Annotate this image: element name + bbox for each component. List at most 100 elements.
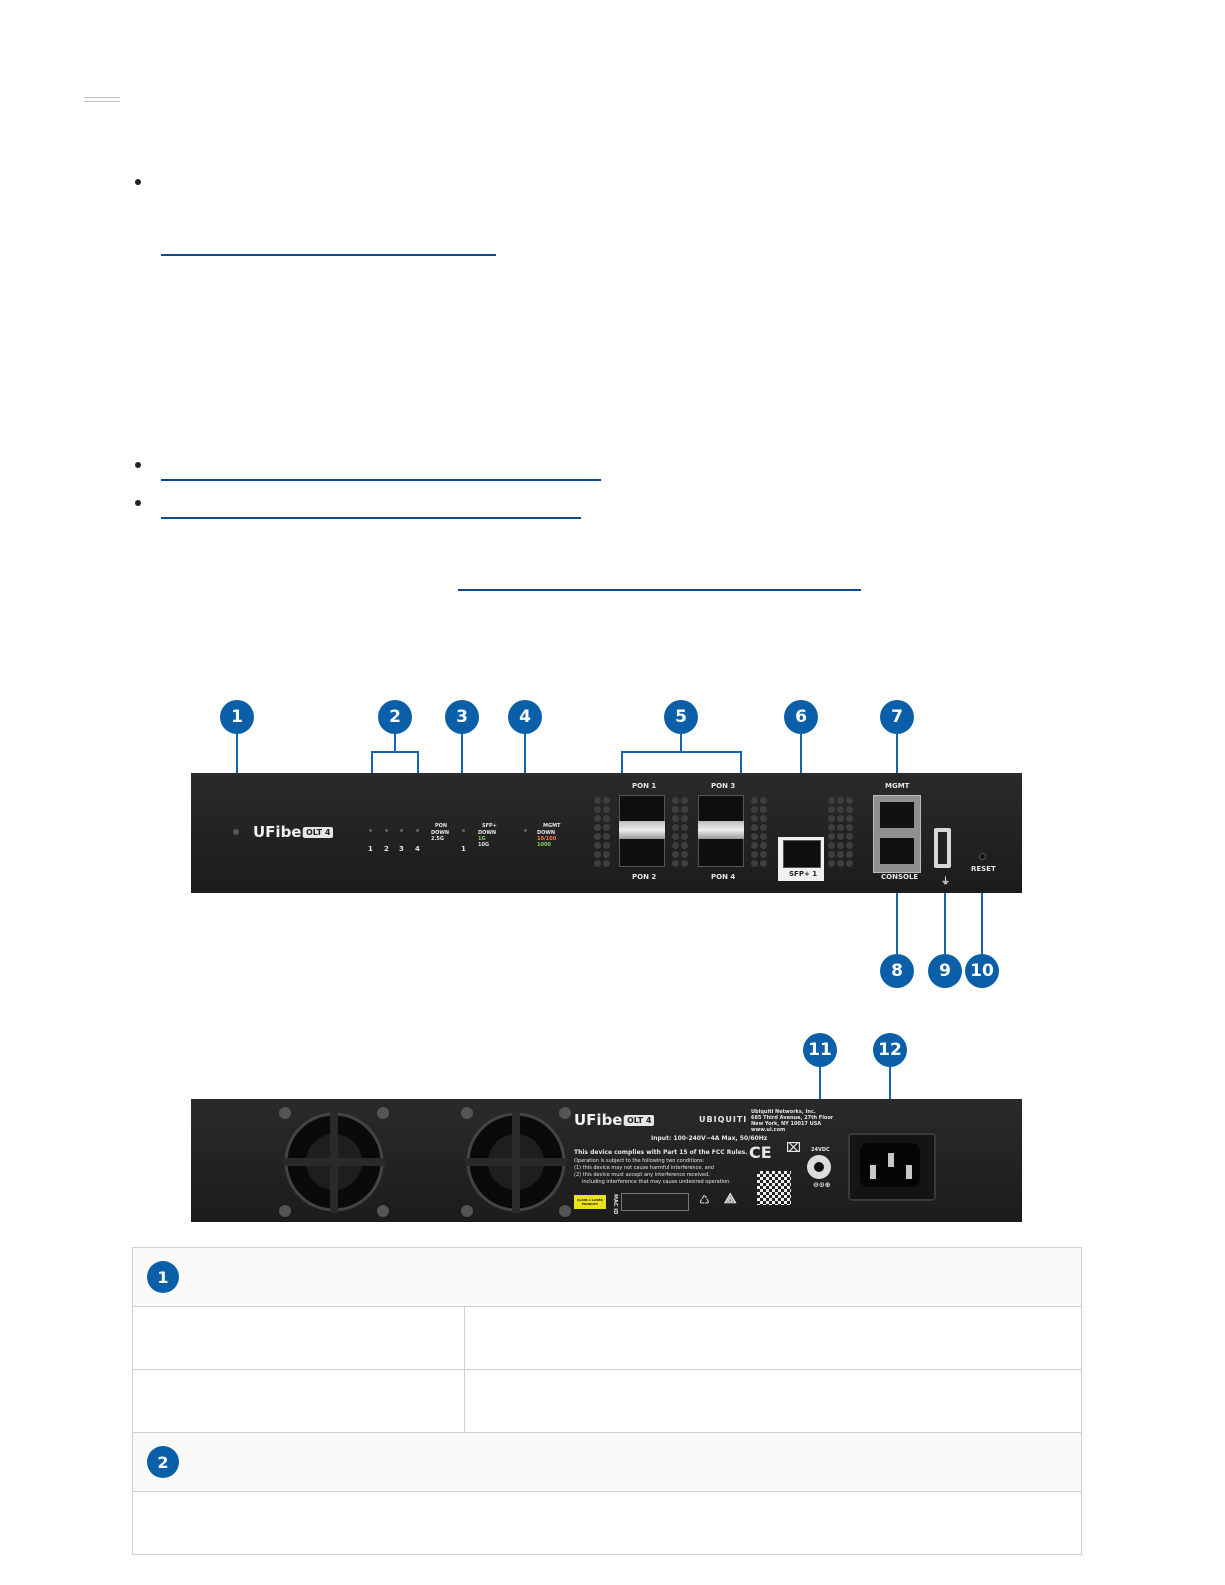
table-cell [132,1491,1082,1555]
pon-led [400,829,403,832]
console-port-label: CONSOLE [881,873,919,881]
list-bullet [135,462,141,468]
pon-module [619,821,665,839]
status-led [233,829,239,835]
mgmt-led [524,829,527,832]
callout-line [621,751,742,753]
callout-badge: 10 [965,954,999,988]
pon-port-label: PON 1 [632,782,657,790]
polarity-icon: ⊖⊙⊕ [813,1181,831,1189]
rcm-icon: ♺ [699,1193,710,1207]
list-bullet [135,500,141,506]
sfp-port-label: SFP+ 1 [789,870,818,878]
vent-grille [672,797,688,867]
table-cell [464,1369,1082,1433]
callout-badge: 3 [445,700,479,734]
weee-icon: ⌧ [786,1141,801,1156]
sfp-led [462,829,465,832]
pon-port-label: PON 4 [711,873,736,881]
mgmt-legend-title: MGMT [543,823,561,829]
mgmt-legend-item: 10/100 [537,836,557,842]
reset-label: RESET [971,865,996,873]
input-rating: Input: 100-240V~4A Max, 50/60Hz [651,1135,768,1142]
rear-panel: UFiber OLT 4 UBIQUITI Ubiquiti Networks,… [191,1099,1022,1222]
pon-legend-item: DOWN [431,830,450,836]
ac-power-inlet[interactable] [848,1133,936,1201]
callout-badge: 1 [220,700,254,734]
address-line: www.ui.com [751,1127,786,1133]
callout-badge: 11 [803,1033,837,1067]
maker-logo: UBIQUITI [699,1115,748,1124]
callout-badge: 5 [664,700,698,734]
callout-badge: 12 [873,1033,907,1067]
pon-legend-title: PON [435,823,448,829]
fan-icon [279,1107,389,1217]
mgmt-port[interactable] [880,802,914,828]
table-row [132,1369,1082,1433]
pon-led [416,829,419,832]
sfp-legend-item: 10G [478,842,490,848]
laser-class-label: CLASS 1 LASER PRODUCT [574,1195,606,1209]
sfp-plus-port[interactable] [783,840,821,868]
link-underline[interactable] [161,517,581,519]
callout-badge: 4 [508,700,542,734]
usb-port[interactable] [934,828,951,868]
link-underline[interactable] [161,479,601,481]
sfp-led-number: 1 [461,845,466,853]
fcc-line: Operation is subject to the following tw… [574,1158,705,1164]
pon-module [698,821,744,839]
mgmt-legend-item: 1000 [537,842,551,848]
sfp-legend-item: DOWN [478,830,497,836]
callout-line [944,876,946,954]
brand-logo: UFiber [574,1111,630,1129]
sfp-legend-title: SFP+ [482,823,497,829]
qr-code-icon [757,1171,791,1205]
compliance-icon: ⟁ [724,1191,737,1207]
callout-badge: 9 [928,954,962,988]
header-mark [84,97,120,105]
address-line: New York, NY 10017 USA [751,1121,822,1127]
callout-line [680,734,682,752]
usb-icon: ⏚ [941,877,951,887]
table-row [132,1306,1082,1370]
link-underline[interactable] [458,589,861,591]
pon-led-number: 1 [368,845,373,853]
table-section-header: 2 [132,1432,1082,1492]
pon-led-number: 3 [399,845,404,853]
console-port[interactable] [880,838,914,864]
callout-line [740,751,742,781]
pon-led [369,829,372,832]
mgmt-port-label: MGMT [885,782,910,790]
section-badge: 2 [147,1446,179,1478]
rj45-stack [873,795,921,873]
model-badge: OLT 4 [624,1115,655,1126]
table-row [132,1491,1082,1555]
reset-button[interactable] [979,853,986,860]
pon-led [385,829,388,832]
link-underline[interactable] [161,254,496,256]
table-cell [132,1306,465,1370]
vent-grille [594,797,610,867]
callout-line [889,1067,891,1127]
section-badge: 1 [147,1261,179,1293]
table-section-header: 1 [132,1247,1082,1307]
pon-led-number: 2 [384,845,389,853]
fcc-line: including interference that may cause un… [582,1179,731,1185]
callout-line [896,880,898,954]
table-cell [132,1369,465,1433]
callout-badge: 7 [880,700,914,734]
fan-icon [461,1107,571,1217]
list-bullet [135,179,141,185]
fcc-title: This device complies with Part 15 of the… [574,1149,748,1156]
callout-badge: 8 [880,954,914,988]
model-badge: OLT 4 [303,827,334,838]
vent-grille [828,797,853,867]
spec-table: 1 2 [132,1247,1082,1555]
fcc-line: (2) this device must accept any interfer… [574,1172,710,1178]
dc-power-jack[interactable] [807,1155,831,1179]
mgmt-legend-item: DOWN [537,830,556,836]
pon-port-label: PON 3 [711,782,736,790]
sfp-legend-item: 1G [478,836,486,842]
callout-line [981,862,983,954]
mac-label: MAC ID [612,1194,618,1215]
